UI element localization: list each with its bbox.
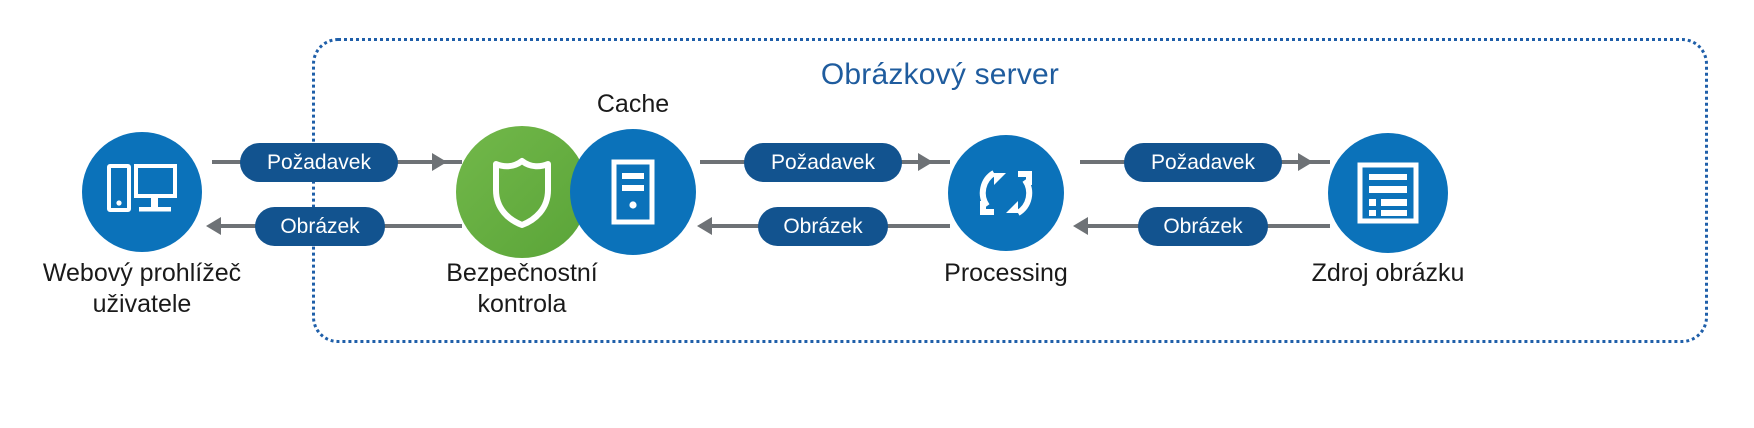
flow-label-request-1: Požadavek (240, 143, 398, 182)
server-tower-icon (611, 159, 655, 225)
node-security-check[interactable] (456, 126, 588, 258)
flow-label-image-2: Obrázek (758, 207, 888, 246)
node-image-source[interactable] (1328, 133, 1448, 253)
image-source-window-icon (1357, 162, 1419, 224)
node-caption-image-source: Zdroj obrázku (1311, 259, 1465, 287)
arrowhead-image-2 (697, 217, 712, 235)
arrowhead-image-1 (206, 217, 221, 235)
node-caption-security-check: Bezpečnostní kontrola (446, 259, 598, 319)
node-processing[interactable] (948, 135, 1064, 251)
arrowhead-request-2 (918, 153, 933, 171)
node-browser[interactable] (82, 132, 202, 252)
flow-label-image-1: Obrázek (255, 207, 385, 246)
arrowhead-image-3 (1073, 217, 1088, 235)
shield-icon (487, 154, 557, 230)
flow-label-image-3: Obrázek (1138, 207, 1268, 246)
arrowhead-request-3 (1298, 153, 1313, 171)
node-cache[interactable] (570, 129, 696, 255)
flow-label-request-2: Požadavek (744, 143, 902, 182)
arrowhead-request-1 (432, 153, 447, 171)
image-server-boundary (312, 38, 1708, 343)
image-server-title: Obrázkový server (820, 58, 1060, 91)
node-caption-processing: Processing (944, 259, 1068, 287)
refresh-cycle-icon (973, 160, 1039, 226)
desktop-computer-icon (106, 162, 178, 222)
flow-label-request-3: Požadavek (1124, 143, 1282, 182)
node-caption-cache: Cache (596, 90, 670, 118)
node-caption-browser: Webový prohlížeč uživatele (42, 259, 242, 319)
